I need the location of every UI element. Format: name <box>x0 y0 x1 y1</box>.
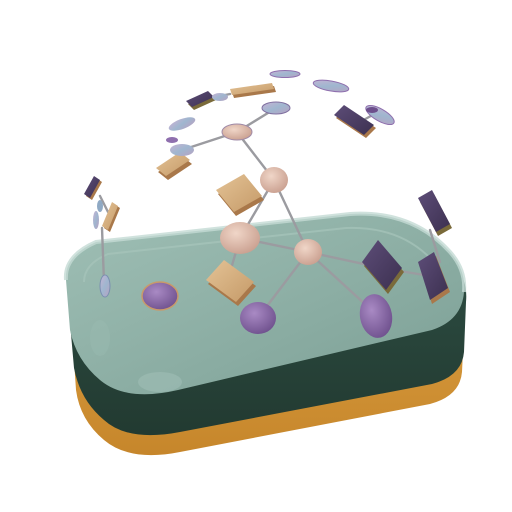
surface-reflection <box>138 372 182 392</box>
disk-violet <box>141 281 179 311</box>
plate-top-right <box>334 104 395 138</box>
link <box>100 226 106 284</box>
plate-dark <box>418 252 450 304</box>
tray-rim <box>63 211 467 293</box>
link <box>272 178 310 254</box>
node-disk <box>261 101 291 115</box>
node-sphere <box>294 239 322 265</box>
link <box>98 194 110 214</box>
plate-dark <box>418 190 452 236</box>
disk-small <box>99 274 111 298</box>
node-sphere <box>260 167 288 193</box>
link <box>428 228 442 264</box>
node-disk <box>221 123 253 141</box>
disk-violet <box>359 294 393 338</box>
plate-upper-left <box>156 117 196 180</box>
plate-tan <box>206 260 256 306</box>
node-sphere <box>220 222 260 254</box>
plate-dark <box>362 240 404 294</box>
surface-reflection <box>90 320 110 356</box>
plate-left-cluster <box>84 176 120 232</box>
tray <box>63 211 467 456</box>
disk-violet <box>240 302 276 334</box>
plate-tan <box>216 174 264 216</box>
plate-top-cluster <box>186 70 350 110</box>
